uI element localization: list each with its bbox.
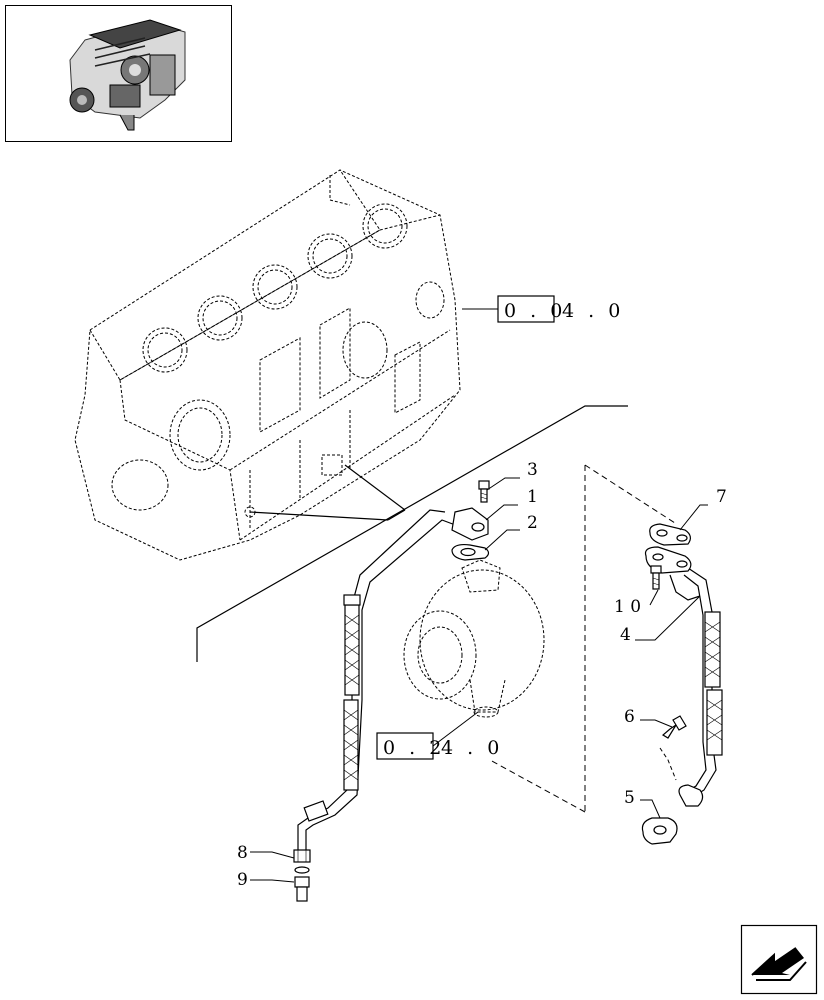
- callout-7: 7: [716, 487, 727, 507]
- engine-thumbnail-icon: [69, 19, 186, 131]
- callout-4: 4: [620, 625, 631, 645]
- callout-10: 1 0: [614, 597, 641, 617]
- next-page-arrow-icon: [751, 947, 807, 981]
- next-page-button[interactable]: [740, 924, 818, 995]
- turbo-reference[interactable]: 0 . 2 4 . 0: [376, 711, 503, 760]
- block-reference[interactable]: 0 . 0 4 . 0: [462, 295, 624, 323]
- oil-supply-pipe: [297, 509, 459, 850]
- callout-labels: 3 1 2 7 1 0 4 6 5 8 9: [237, 460, 727, 890]
- part-3-bolt: [478, 480, 490, 503]
- oil-return-pipe: [669, 567, 723, 801]
- turbocharger-outline: [403, 559, 545, 718]
- block-ref-suffix: 4 . 0: [562, 300, 624, 322]
- part-10-bolt: [650, 565, 662, 590]
- callout-2: 2: [527, 513, 538, 533]
- block-ref-boxed: 0 . 0: [504, 300, 566, 322]
- turbo-ref-boxed: 0 . 2: [383, 737, 445, 759]
- callout-5: 5: [624, 788, 635, 808]
- turbo-ref-suffix: 4 . 0: [441, 737, 503, 759]
- part-9-connector: [294, 866, 310, 902]
- part-7-gasket: [649, 523, 691, 546]
- callout-3: 3: [527, 460, 538, 480]
- turbo-enclosure: [489, 464, 676, 813]
- callout-1: 1: [527, 487, 538, 507]
- part-5-gasket: [641, 784, 704, 845]
- callout-6: 6: [624, 707, 635, 727]
- part-6-bolt: [661, 715, 687, 739]
- part-2-gasket: [451, 543, 490, 561]
- callout-8: 8: [237, 843, 248, 863]
- part-1-flange: [451, 507, 489, 541]
- engine-block-outline: [74, 169, 461, 561]
- part-8-nut: [293, 849, 311, 863]
- engine-thumbnail[interactable]: [5, 5, 232, 142]
- section-divider: [196, 405, 628, 662]
- leader-lines: [250, 477, 708, 883]
- callout-9: 9: [237, 870, 248, 890]
